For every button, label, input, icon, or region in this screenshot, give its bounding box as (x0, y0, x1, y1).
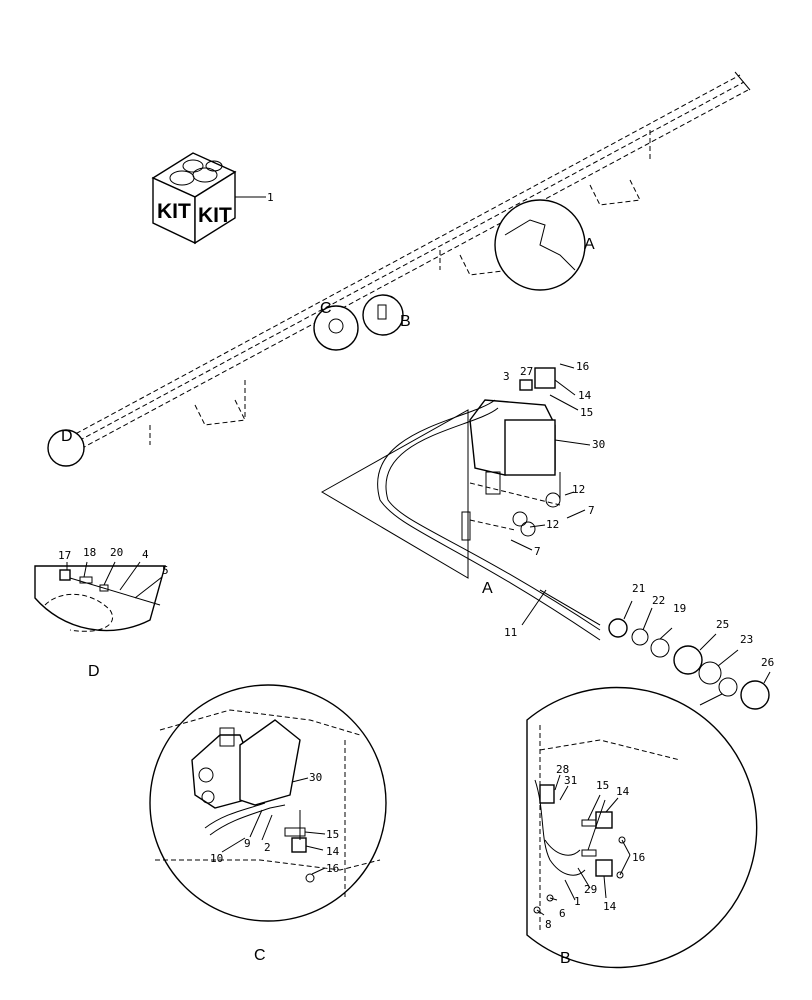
part-12b: 12 (546, 518, 559, 531)
part-7a: 7 (588, 504, 595, 517)
detail-c-part-15: 15 (326, 828, 339, 841)
detail-b-part-28: 28 (556, 763, 569, 776)
view-label-b: B (560, 950, 571, 967)
detail-b-part-6: 6 (559, 907, 566, 920)
detail-circle-c[interactable] (313, 305, 359, 351)
part-11: 11 (504, 626, 517, 639)
detail-b-part-29: 29 (584, 883, 597, 896)
detail-b-part-16: 16 (632, 851, 645, 864)
detail-b-part-31: 31 (564, 774, 577, 787)
part-21: 21 (632, 582, 645, 595)
detail-circle-b[interactable] (362, 294, 404, 336)
detail-circle-d[interactable] (47, 429, 85, 467)
view-a-assembly (320, 367, 601, 641)
view-label-d: D (88, 663, 100, 680)
part-30: 30 (592, 438, 605, 451)
part-27: 27 (520, 365, 533, 378)
part-14: 14 (578, 389, 592, 402)
detail-c-part-9: 9 (244, 837, 251, 850)
part-15: 15 (580, 406, 593, 419)
circle-mark-b: B (400, 313, 411, 330)
detail-c-view (149, 684, 387, 922)
detail-b-part-14b: 14 (603, 900, 617, 913)
part-26: 26 (761, 656, 774, 669)
detail-b-part-8: 8 (545, 918, 552, 931)
kit-box-icon (151, 152, 266, 245)
part-19: 19 (673, 602, 686, 615)
detail-b-part-15: 15 (596, 779, 609, 792)
detail-d-view (34, 561, 166, 632)
detail-b-view (526, 686, 758, 969)
detail-d-part-17: 17 (58, 549, 71, 562)
boom-assembly (54, 71, 751, 461)
circle-mark-d: D (61, 428, 73, 445)
kit-label-right: KIT (198, 204, 232, 227)
detail-c-part-2: 2 (264, 841, 271, 854)
detail-d-part-5: 5 (162, 564, 169, 577)
part-23: 23 (740, 633, 753, 646)
part-16: 16 (576, 360, 589, 373)
part-25: 25 (716, 618, 729, 631)
detail-c-part-30: 30 (309, 771, 322, 784)
part-3: 3 (503, 370, 510, 383)
detail-c-part-14: 14 (326, 845, 340, 858)
part-7b: 7 (534, 545, 541, 558)
part-22: 22 (652, 594, 665, 607)
detail-c-part-10: 10 (210, 852, 223, 865)
part-12a: 12 (572, 483, 585, 496)
kit-label-left: KIT (157, 200, 191, 223)
detail-d-part-20: 20 (110, 546, 123, 559)
circle-mark-c: C (320, 300, 332, 317)
detail-d-part-4: 4 (142, 548, 149, 561)
view-label-a: A (482, 580, 493, 597)
detail-b-part-14a: 14 (616, 785, 630, 798)
detail-c-part-16: 16 (326, 862, 339, 875)
kit-callout: 1 (267, 191, 274, 204)
circle-mark-a: A (584, 236, 595, 253)
detail-d-part-18: 18 (83, 546, 96, 559)
view-label-c: C (254, 947, 266, 964)
detail-b-part-1: 1 (574, 895, 581, 908)
